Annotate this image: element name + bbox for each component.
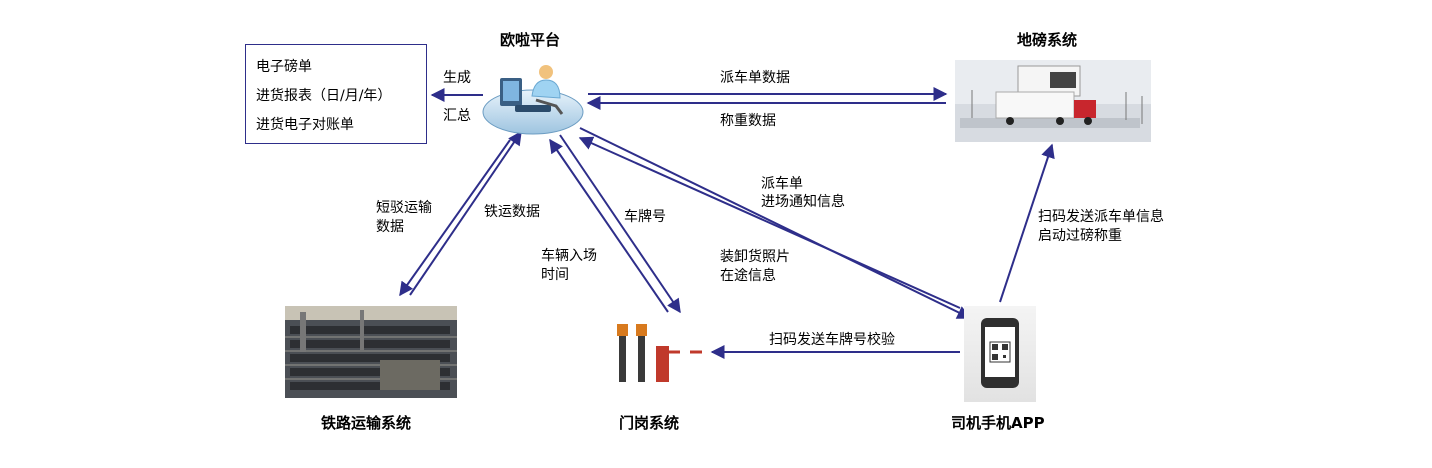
- edge-label-generate: 生成: [443, 70, 471, 86]
- driver-phone-icon: [964, 306, 1036, 402]
- arrow-app-to-weighbridge: [999, 143, 1055, 303]
- report-item: 进货报表（日/月/年）: [256, 88, 392, 104]
- arrow-railway-to-platform: [409, 130, 522, 296]
- edge-label-weighing-data: 称重数据: [720, 113, 776, 129]
- report-item: 电子磅单: [256, 59, 312, 75]
- arrow-platform-to-gate: [559, 134, 681, 314]
- edge-label-scan-dispatch: 启动过磅称重: [1038, 228, 1122, 244]
- edge-label-entry-time: 车辆入场: [541, 248, 597, 264]
- reports-box: 电子磅单 进货报表（日/月/年） 进货电子对账单: [245, 44, 427, 144]
- edge-label-rail-data: 铁运数据: [484, 204, 540, 220]
- edge-label-summary: 汇总: [443, 108, 471, 124]
- edge-label-photos: 在途信息: [720, 268, 776, 284]
- arrow-gate-to-platform: [549, 138, 669, 313]
- edge-label-short-haul: 短驳运输: [376, 200, 432, 216]
- weighbridge-title: 地磅系统: [1017, 31, 1078, 49]
- edge-label-plate-no: 车牌号: [624, 209, 666, 225]
- edge-label-dispatch-data: 派车单数据: [720, 70, 790, 86]
- platform-title: 欧啦平台: [500, 31, 561, 49]
- platform-computer-icon: [482, 65, 584, 135]
- railway-title: 铁路运输系统: [321, 414, 412, 432]
- edge-label-dispatch-order: 派车单: [761, 176, 803, 192]
- edge-label-entry-time: 时间: [541, 267, 569, 283]
- edge-label-scan-dispatch: 扫码发送派车单信息: [1038, 209, 1164, 225]
- driver-app-title: 司机手机APP: [951, 414, 1045, 432]
- arrow-platform-to-app: [579, 127, 972, 319]
- report-item: 进货电子对账单: [256, 117, 354, 133]
- railway-image: [285, 306, 457, 398]
- edge-label-short-haul: 数据: [376, 219, 404, 235]
- gate-title: 门岗系统: [619, 414, 680, 432]
- edge-label-scan-plate: 扫码发送车牌号校验: [769, 332, 895, 348]
- arrow-app-to-platform: [578, 136, 961, 309]
- gate-barrier-icon: [617, 324, 702, 382]
- edge-label-photos: 装卸货照片: [720, 249, 790, 265]
- arrow-platform-to-railway: [399, 139, 511, 297]
- edge-label-dispatch-order: 进场通知信息: [761, 194, 845, 210]
- arrows: [399, 87, 1055, 359]
- weighbridge-image: [955, 60, 1151, 142]
